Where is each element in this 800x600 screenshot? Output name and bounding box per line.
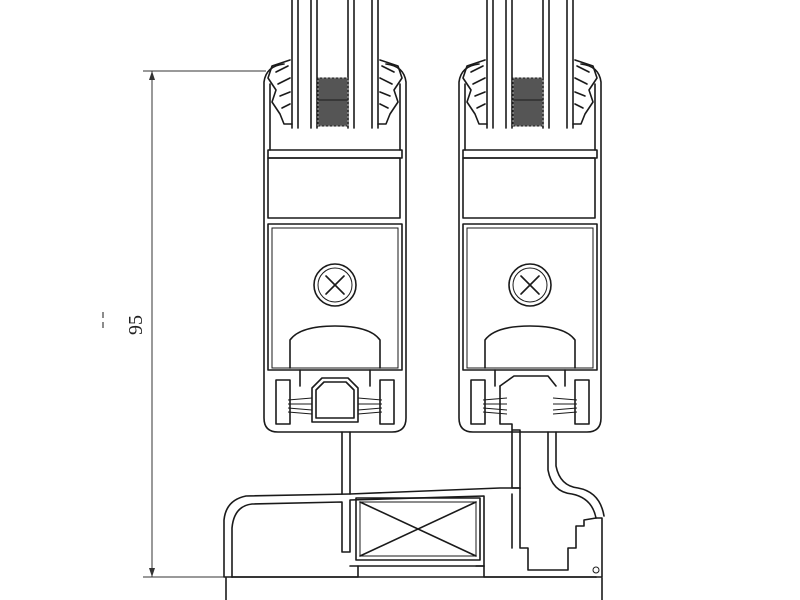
- bottom-frame: [223, 487, 603, 600]
- right-sash-frame: [458, 63, 602, 433]
- frame-outline: [223, 487, 603, 578]
- height-dimension: 95: [102, 70, 266, 578]
- screw-head-icon: [508, 263, 552, 307]
- right-glazing: [486, 0, 574, 129]
- screw-head-icon: [313, 263, 357, 307]
- packer-block-icon: [355, 497, 481, 561]
- left-sash: [263, 0, 407, 433]
- left-sash-frame: [263, 63, 407, 433]
- left-glazing: [291, 0, 379, 129]
- right-sash: [458, 0, 602, 433]
- dimension-label: 95: [125, 315, 147, 335]
